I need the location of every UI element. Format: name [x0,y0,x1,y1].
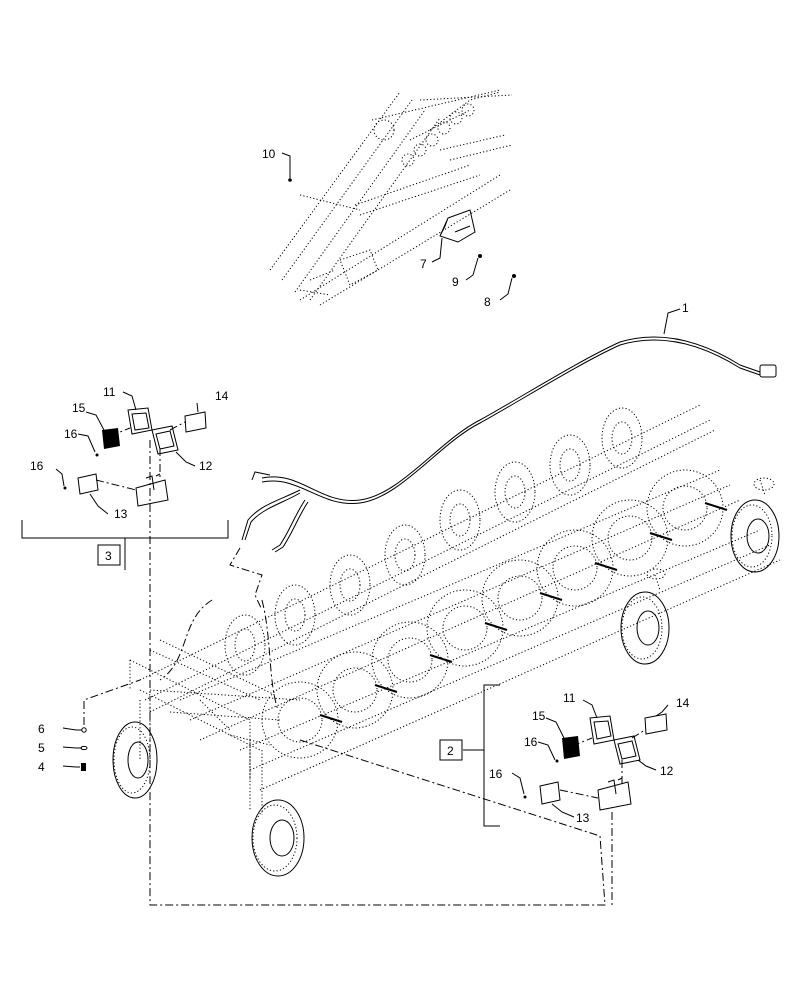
callout-labels: 10 7 9 8 1 11 14 15 16 12 16 13 6 5 4 11… [30,147,690,825]
callout-9: 9 [452,275,459,289]
rake-wheel-icon [481,559,563,637]
callout-left-11: 11 [103,385,116,399]
lamp-icon [151,425,179,455]
rake-wheel-icon [384,524,426,586]
callout-5: 5 [38,741,45,755]
callout-left-16b: 16 [30,459,44,473]
lamp-icon [613,735,641,765]
callout-right-16b: 16 [489,767,503,781]
lamp-icon [127,407,153,435]
callout-1-leader [663,308,681,335]
box-3-label: 3 [105,549,112,563]
wheel-icon [112,721,158,799]
wheel-icon [730,499,780,573]
callout-left-15: 15 [72,401,86,415]
bracket-3 [21,520,229,570]
box-2-label: 2 [447,744,454,758]
rake-wheel-icon [601,407,643,469]
top-leaders [281,152,516,301]
rake-wheel-icon [316,651,398,729]
routing-lines-right [149,705,613,906]
callout-10: 10 [262,147,276,161]
rake-wheel-icon [646,469,728,547]
lamp-group-left [63,407,207,507]
callout-right-13: 13 [576,811,590,825]
callout-left-12: 12 [199,459,213,473]
rake-wheels-upper [224,407,643,676]
box-2 [439,739,463,761]
callout-7: 7 [420,257,427,271]
callout-left-14: 14 [215,389,229,403]
lamp-group-right [523,713,668,811]
rake-wheel-icon [591,499,673,577]
lamp-icon [589,715,615,745]
callout-right-16a: 16 [524,735,538,749]
callout-right-15: 15 [532,709,546,723]
callout-left-16a: 16 [64,427,78,441]
rake-wheel-icon [261,681,343,759]
hardware-stack [62,679,141,771]
rake-wheel-icon [224,614,266,676]
right-group-leaders [511,699,669,818]
left-group-leaders [55,391,199,515]
transport-wheels [112,477,780,877]
routing-lines-left [149,440,279,711]
callout-8: 8 [484,295,491,309]
callout-1: 1 [682,301,689,315]
wheel-icon [620,591,670,665]
callout-right-11: 11 [563,691,576,705]
bracket-2 [463,684,500,827]
callout-right-12: 12 [660,764,674,778]
rake-wheels-lower [261,469,728,759]
rake-wheel-icon [329,554,371,616]
rake-wheel-icon [371,621,453,699]
wiring-harness [241,336,777,553]
callout-6: 6 [38,722,45,736]
rake-wheel-icon [536,529,618,607]
box-3 [97,544,121,566]
callout-4: 4 [38,760,45,774]
rake-frame [129,404,781,815]
rake-wheel-icon [494,461,536,523]
callout-left-13: 13 [114,507,128,521]
rake-wheel-icon [274,584,316,646]
callout-right-14: 14 [676,696,690,710]
rake-wheel-icon [549,434,591,496]
rake-wheel-icon [439,489,481,551]
rake-wheel-icon [426,589,508,667]
detail-frame-closeup [269,89,513,306]
lamp-icon [439,209,476,243]
wheel-icon [251,799,305,877]
